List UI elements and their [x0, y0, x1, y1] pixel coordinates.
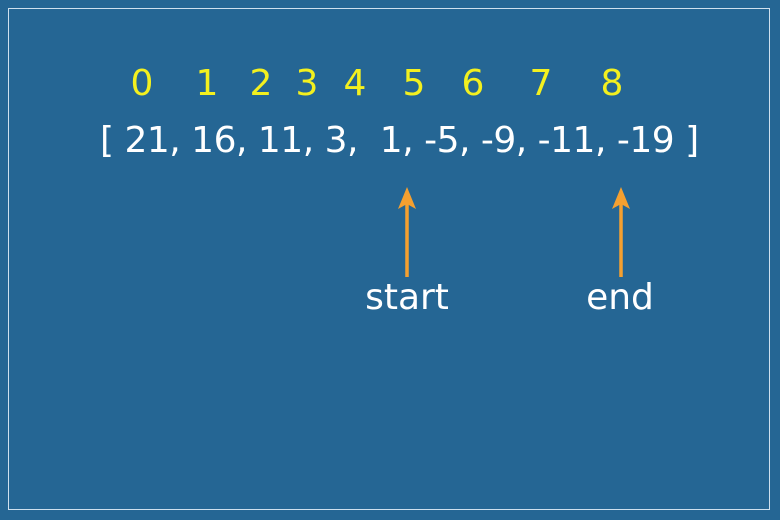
index-label-7: 7: [529, 63, 553, 104]
array-values: [ 21, 16, 11, 3, 1, -5, -9, -11, -19 ]: [100, 120, 699, 161]
index-label-1: 1: [195, 63, 219, 104]
index-label-6: 6: [461, 63, 485, 104]
end-arrow-head: [612, 187, 630, 209]
index-label-3: 3: [295, 63, 319, 104]
index-label-5: 5: [402, 63, 426, 104]
index-label-8: 8: [600, 63, 624, 104]
start-arrow-head: [398, 187, 416, 209]
index-label-0: 0: [130, 63, 154, 104]
end-pointer-label: end: [586, 277, 654, 318]
start-arrow-icon: [398, 187, 416, 277]
end-arrow-icon: [612, 187, 630, 277]
diagram-border: [8, 8, 770, 510]
start-pointer-label: start: [365, 277, 449, 318]
index-label-2: 2: [249, 63, 273, 104]
index-label-4: 4: [343, 63, 367, 104]
